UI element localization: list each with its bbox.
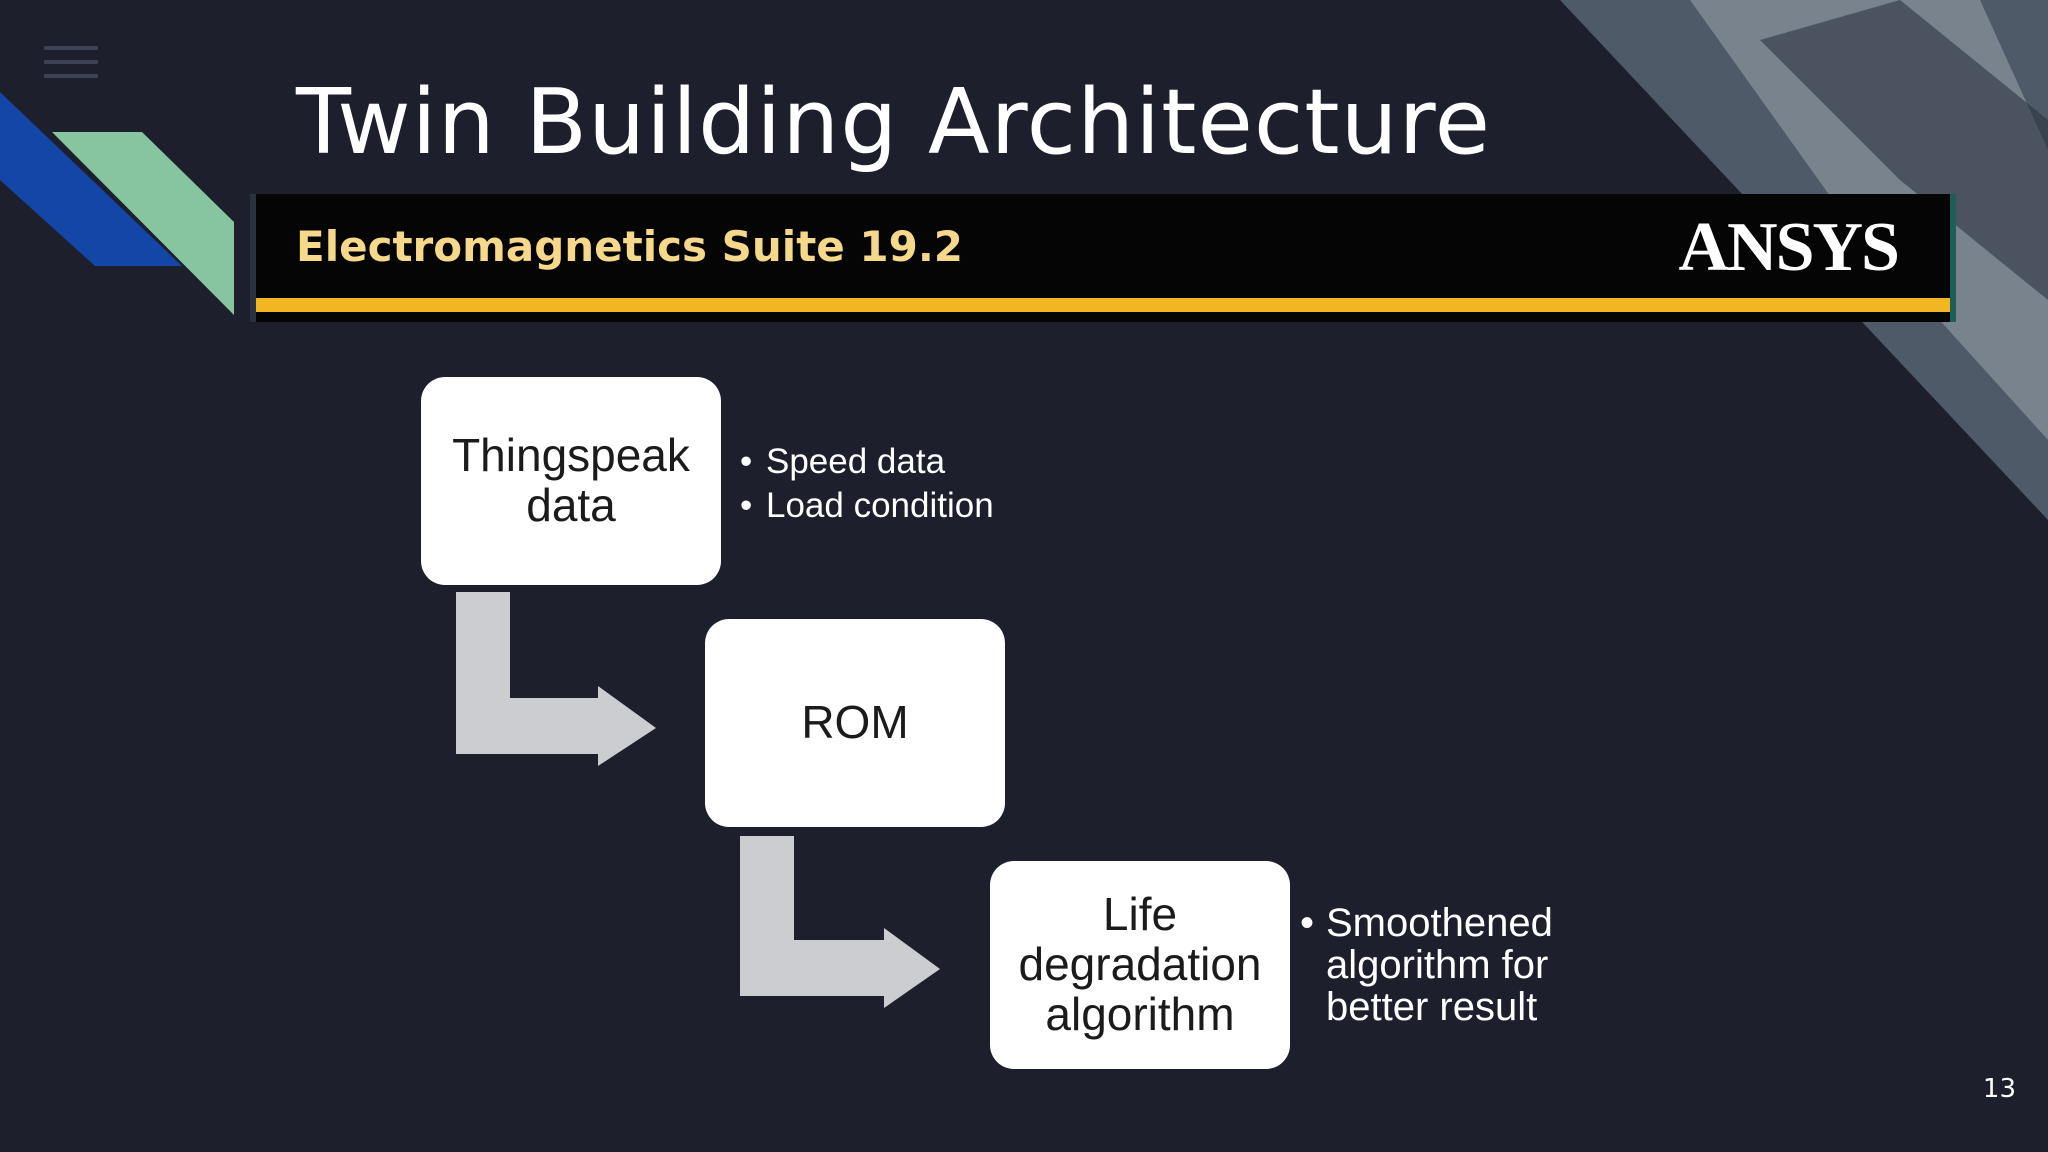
page-number: 13 [1982, 1074, 2016, 1104]
box-label: Life degradation algorithm [1018, 888, 1262, 1040]
banner-product-name: Electromagnetics Suite 19.2 [296, 222, 964, 271]
corner-photo-shade [1760, 0, 2048, 300]
note-item: Speed data [740, 440, 994, 484]
life-degradation-notes-list: Smoothened algorithm for better result [1300, 902, 1560, 1028]
rom-box: ROM [705, 619, 1005, 827]
ansys-logo: ANSYS [1678, 209, 1900, 286]
green-accent-shape [52, 132, 234, 315]
blue-accent-shape [0, 92, 182, 266]
thingspeak-notes-list: Speed data Load condition [740, 440, 994, 528]
box-label: ROM [801, 696, 909, 749]
ansys-banner-image: Electromagnetics Suite 19.2 ANSYS [250, 194, 1956, 322]
slide-title: Twin Building Architecture [296, 70, 1492, 175]
life-degradation-box: Life degradation algorithm [990, 861, 1290, 1069]
thingspeak-data-box: Thingspeak data [421, 377, 721, 585]
note-item: Smoothened algorithm for better result [1300, 902, 1560, 1028]
box-label: Thingspeak data [452, 429, 690, 531]
note-item: Load condition [740, 484, 994, 528]
banner-stripe [256, 298, 1950, 312]
hamburger-menu-icon[interactable] [44, 46, 98, 86]
